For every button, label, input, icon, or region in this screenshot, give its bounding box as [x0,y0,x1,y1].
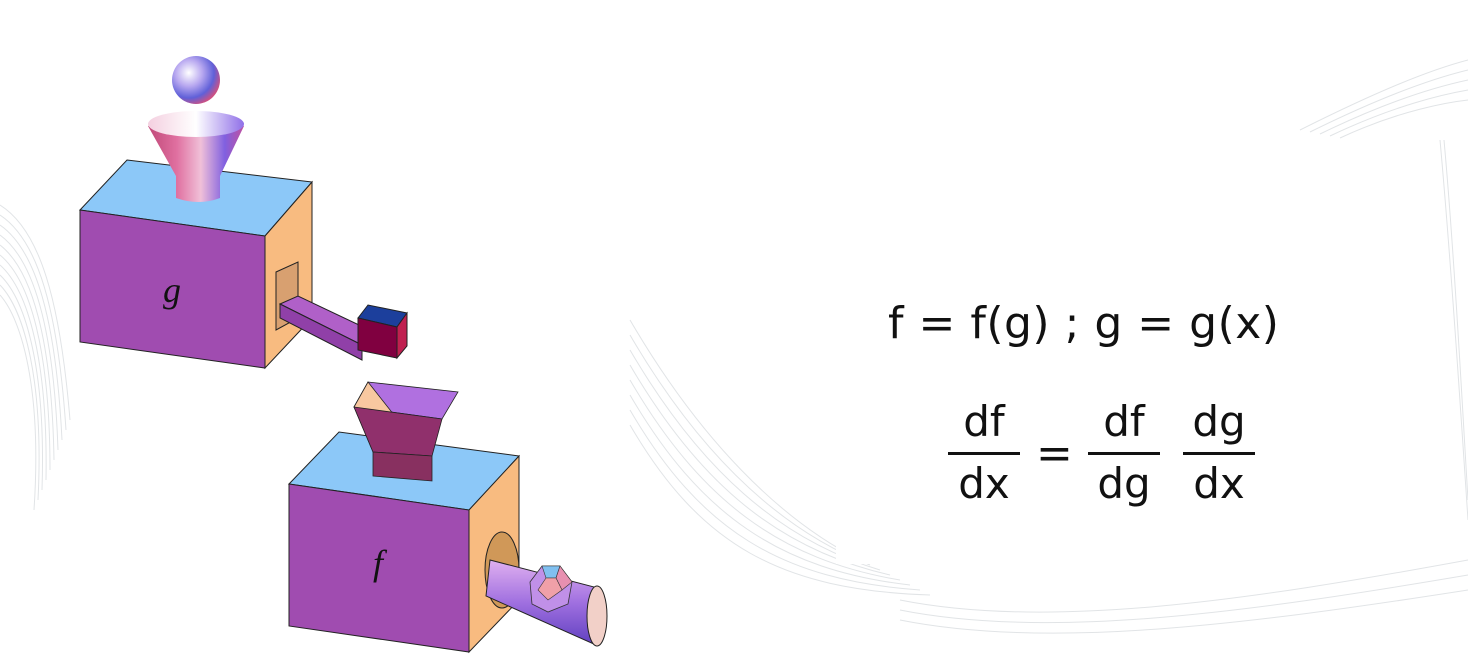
machine-g-input-ball [172,56,220,104]
fraction-df-dx-denominator: dx [958,459,1010,508]
machine-g-chute-side [279,303,363,361]
machine-g-output-cube-front [357,317,398,359]
fraction-dg-dx: dg dx [1181,398,1257,509]
equals-sign: = [1036,428,1073,479]
machine-f-funnel-neck [372,451,433,482]
machine-g-front [79,209,266,369]
machine-g: g [78,56,408,370]
fraction-dg-dx-numerator: dg [1192,397,1246,446]
fraction-bar [1088,452,1160,455]
machine-f-front [288,483,470,653]
machine-f: f [287,381,608,654]
fraction-dg-dx-denominator: dx [1193,459,1245,508]
fraction-bar [948,452,1020,455]
fraction-df-dg-denominator: dg [1097,459,1151,508]
machine-g-funnel [148,116,244,202]
fraction-bar [1183,452,1255,455]
fraction-df-dg: df dg [1086,398,1162,509]
fraction-df-dx: df dx [946,398,1022,509]
machine-g-funnel-mouth [148,111,244,137]
fraction-df-dg-numerator: df [1103,397,1145,446]
function-definition: f = f(g) ; g = g(x) [888,298,1280,349]
fraction-df-dx-numerator: df [963,397,1005,446]
equation-panel: f = f(g) ; g = g(x) df dx = df dg dg dx [836,268,1441,564]
machine-g-label: g [163,270,181,310]
machine-f-output-gem-facet-bottom [537,577,563,601]
machine-f-tube-end [586,585,608,647]
